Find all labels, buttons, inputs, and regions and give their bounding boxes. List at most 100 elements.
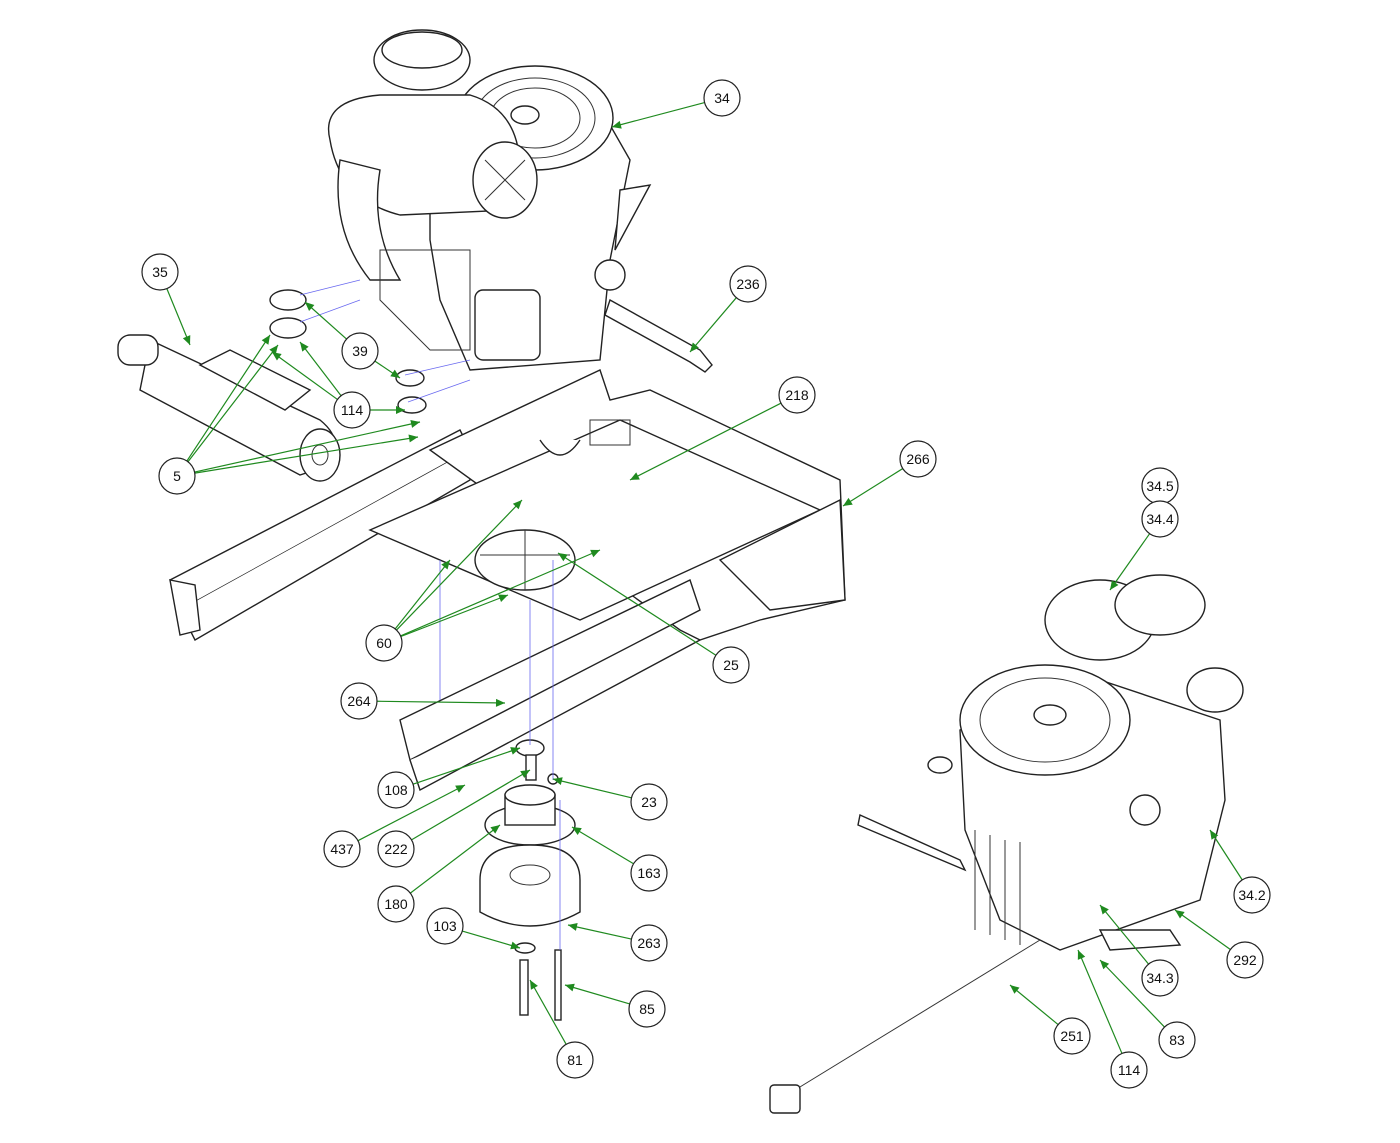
arrowhead-icon bbox=[1110, 580, 1119, 590]
callout-292: 292 bbox=[1226, 941, 1264, 979]
arrowhead-icon bbox=[553, 777, 563, 785]
arrowhead-icon bbox=[182, 335, 191, 345]
arrowhead-icon bbox=[300, 342, 309, 352]
callout-437: 437 bbox=[323, 830, 361, 868]
callout-83: 83 bbox=[1158, 1021, 1196, 1059]
muffler bbox=[117, 289, 427, 482]
callout-circle bbox=[377, 830, 415, 868]
leader-line bbox=[1174, 909, 1231, 951]
callout-label: 34.4 bbox=[1146, 511, 1173, 527]
arrowhead-icon bbox=[396, 406, 405, 414]
leader-line bbox=[394, 559, 451, 630]
callouts: 343523639114521826634.534.46025264108234… bbox=[141, 79, 1271, 1089]
leader-line bbox=[571, 826, 634, 865]
leader-line bbox=[611, 102, 705, 128]
callout-114: 114 bbox=[333, 391, 371, 429]
callout-circle bbox=[778, 376, 816, 414]
leader-line bbox=[304, 301, 347, 340]
callout-label: 108 bbox=[384, 782, 408, 798]
leader-line bbox=[629, 402, 782, 481]
leader-line bbox=[1099, 959, 1165, 1028]
arrowhead-icon bbox=[441, 560, 450, 570]
leader-line bbox=[166, 288, 191, 346]
callout-circle bbox=[323, 830, 361, 868]
callout-39: 39 bbox=[341, 332, 379, 370]
callout-266: 266 bbox=[899, 440, 937, 478]
callout-85: 85 bbox=[628, 990, 666, 1028]
callout-circle bbox=[333, 391, 371, 429]
callout-circle bbox=[628, 990, 666, 1028]
callout-circle bbox=[341, 332, 379, 370]
callout-circle bbox=[1141, 959, 1179, 997]
arrowhead-icon bbox=[455, 785, 465, 793]
leader-line bbox=[186, 334, 271, 462]
arrowhead-icon bbox=[690, 342, 699, 352]
callout-114: 114 bbox=[1110, 1051, 1148, 1089]
arrowhead-icon bbox=[510, 747, 520, 755]
callout-circle bbox=[630, 854, 668, 892]
callout-label: 34 bbox=[714, 90, 730, 106]
callout-label: 34.3 bbox=[1146, 970, 1173, 986]
callout-circle bbox=[1053, 1017, 1091, 1055]
leader-line bbox=[400, 594, 509, 638]
callout-circle bbox=[703, 79, 741, 117]
leader-line bbox=[400, 549, 601, 637]
callout-label: 39 bbox=[352, 343, 368, 359]
leader-line bbox=[842, 468, 904, 507]
callout-180: 180 bbox=[377, 885, 415, 923]
callout-circle bbox=[426, 907, 464, 945]
leader-line bbox=[1009, 984, 1059, 1026]
callout-circle bbox=[340, 682, 378, 720]
arrowhead-icon bbox=[408, 434, 418, 443]
arrowhead-icon bbox=[410, 420, 420, 428]
callout-label: 103 bbox=[433, 918, 457, 934]
callout-34-5: 34.5 bbox=[1141, 467, 1179, 505]
callout-circle bbox=[377, 771, 415, 809]
callout-label: 25 bbox=[723, 657, 739, 673]
leader-line bbox=[409, 824, 501, 894]
leader-line bbox=[689, 297, 737, 353]
arrowhead-icon bbox=[1100, 905, 1109, 915]
callout-34-3: 34.3 bbox=[1141, 959, 1179, 997]
callout-label: 180 bbox=[384, 896, 408, 912]
engine-main bbox=[328, 29, 713, 373]
callout-label: 292 bbox=[1233, 952, 1257, 968]
leader-line bbox=[564, 984, 630, 1005]
callout-251: 251 bbox=[1053, 1017, 1091, 1055]
callout-circle bbox=[712, 646, 750, 684]
arrowhead-icon bbox=[512, 500, 522, 510]
leader-line bbox=[462, 930, 521, 949]
callout-label: 263 bbox=[637, 935, 661, 951]
callout-circle bbox=[1233, 876, 1271, 914]
arrowhead-icon bbox=[498, 594, 508, 602]
leader-line bbox=[299, 341, 342, 397]
leader-line bbox=[376, 700, 506, 704]
callout-35: 35 bbox=[141, 253, 179, 291]
line-art bbox=[117, 29, 1244, 1114]
callout-103: 103 bbox=[426, 907, 464, 945]
arrowhead-icon bbox=[495, 698, 505, 707]
callout-circle bbox=[630, 783, 668, 821]
callout-label: 85 bbox=[639, 1001, 655, 1017]
leader-line bbox=[552, 778, 632, 799]
callout-label: 251 bbox=[1060, 1028, 1084, 1044]
callout-circle bbox=[729, 265, 767, 303]
callout-label: 222 bbox=[384, 841, 408, 857]
leader-line bbox=[271, 351, 338, 400]
leader-line bbox=[557, 552, 717, 656]
callout-circle bbox=[377, 885, 415, 923]
callout-circle bbox=[141, 253, 179, 291]
arrowhead-icon bbox=[572, 827, 582, 836]
arrowhead-icon bbox=[590, 549, 600, 558]
callout-circle bbox=[1141, 500, 1179, 538]
arrowhead-icon bbox=[390, 369, 400, 378]
callout-23: 23 bbox=[630, 783, 668, 821]
arrowhead-icon bbox=[510, 941, 520, 950]
callout-label: 114 bbox=[1118, 1062, 1141, 1078]
leader-line bbox=[1077, 949, 1123, 1054]
arrowhead-icon bbox=[272, 352, 282, 361]
leader-line bbox=[1209, 829, 1243, 881]
arrowhead-icon bbox=[630, 472, 640, 480]
callout-label: 114 bbox=[341, 402, 364, 418]
arrowhead-icon bbox=[530, 980, 538, 990]
